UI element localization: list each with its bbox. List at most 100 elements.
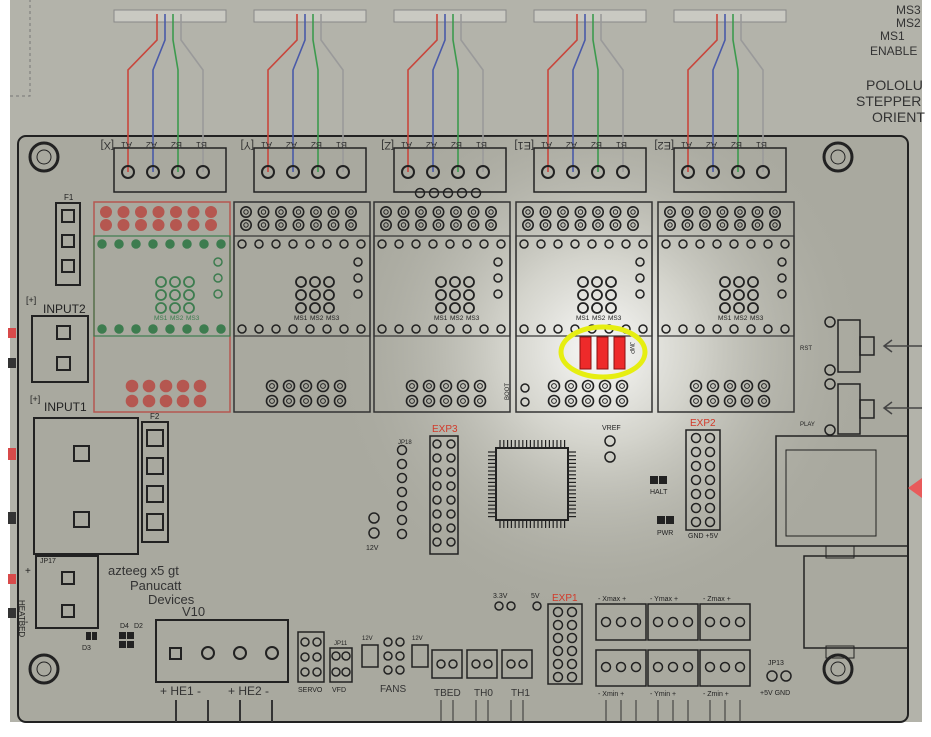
brand-line-1: Panucatt (130, 578, 182, 593)
driver-header-pin (638, 324, 648, 334)
driver-header-pin (729, 324, 739, 334)
pin-hole (525, 209, 531, 215)
driver-header-pin (553, 324, 563, 334)
driver-pin-bottom (405, 379, 419, 393)
exp3-pin (446, 481, 456, 491)
ms1-jumper (579, 336, 592, 370)
pin-hole (719, 222, 726, 228)
ms-jumper-pin (323, 276, 335, 288)
exp2-pin (690, 516, 702, 528)
driver-header-pin (199, 239, 209, 249)
side-pin (635, 257, 645, 267)
driver-pin-bottom (333, 394, 347, 408)
exp2-pin (704, 474, 716, 486)
pin-hole (542, 222, 549, 228)
d2-label: D2 (134, 623, 143, 630)
pin-hole (761, 398, 767, 404)
driver-pin-top (205, 206, 218, 219)
ms-label: MS1 (154, 315, 168, 322)
pin-hole (313, 222, 319, 228)
driver-pin-bottom (456, 394, 470, 408)
endstop-min-block (699, 649, 751, 687)
exp2-pin (690, 446, 702, 458)
driver-pin-top (556, 219, 569, 232)
driver-header-pin (536, 324, 546, 334)
driver-pin-top (274, 206, 287, 219)
motor-pin (311, 165, 325, 179)
motor-pin (476, 165, 490, 179)
driver-pin-bottom (159, 379, 173, 393)
vref-test-points: VREF (602, 425, 621, 463)
driver-pin-bottom (422, 394, 436, 408)
ms-jumper-pin (155, 302, 167, 314)
pin-hole (595, 222, 601, 228)
ms-jumper-pin (323, 302, 335, 314)
driver-pin-bottom (689, 379, 703, 393)
pin-hole (426, 398, 432, 404)
motor-pin (541, 165, 555, 179)
svg-text:[+]: [+] (26, 295, 36, 305)
fans-label: FANS (380, 684, 406, 695)
pwr-label: PWR (657, 530, 673, 537)
driver-header-pin (148, 324, 158, 334)
driver-pin-top (205, 219, 218, 232)
motor-pin-label: B2 (731, 140, 742, 150)
vfd-header: JP11 VFD (329, 641, 353, 694)
driver-pin-top (698, 219, 711, 232)
ms-jumper-pin (323, 289, 335, 301)
ms-jumper-pin (309, 276, 321, 288)
driver-header-pin (445, 239, 455, 249)
pin-hole (619, 383, 625, 389)
driver-pin-top (681, 206, 694, 219)
wire (592, 14, 599, 172)
driver-header-pin (695, 324, 705, 334)
pin-hole (409, 398, 415, 404)
driver-pin-top (309, 219, 322, 232)
jp18-pin (396, 472, 408, 484)
endstop-pin (719, 661, 731, 673)
side-pin (777, 257, 787, 267)
ms-jumper-pin (719, 289, 731, 301)
ms-label: MS2 (310, 315, 324, 322)
pin-hole (348, 209, 354, 215)
driver-pin-bottom (723, 379, 737, 393)
driver-pin-top (432, 206, 445, 219)
motor-pin (171, 165, 185, 179)
ms-jumper-pin (449, 302, 461, 314)
driver-header-pin (305, 324, 315, 334)
d3-label: D3 (82, 645, 91, 652)
ms-jumper-pin (577, 302, 589, 314)
exp3-pin (432, 467, 442, 477)
driver-body (373, 235, 511, 337)
ms-jumper-pin (449, 289, 461, 301)
ms-jumper-pin (733, 302, 745, 314)
pin-hole (435, 209, 442, 215)
driver-header-pin (695, 239, 705, 249)
motor-housing (673, 147, 787, 193)
driver-pin-top (117, 219, 130, 232)
motor-pin-label: B1 (476, 140, 487, 150)
driver-header-pin (462, 324, 472, 334)
ms-jumper-pin (719, 276, 731, 288)
pin-hole (400, 222, 407, 228)
pin-hole (243, 209, 249, 215)
driver-pin-top (152, 206, 165, 219)
mounting-holes (28, 141, 854, 685)
exp2-pin (704, 446, 716, 458)
spotlight-glow (18, 136, 908, 722)
driver-pin-top (591, 219, 604, 232)
wire (407, 14, 438, 172)
pin-hole (243, 222, 249, 228)
driver-pin-bottom (125, 379, 139, 393)
driver-pin-bottom (547, 379, 561, 393)
driver-header-pin (356, 324, 366, 334)
ms-jumper-pin (309, 302, 321, 314)
motor-plug (113, 9, 227, 23)
motor-pin-label: B2 (171, 140, 182, 150)
exp1-pin (552, 619, 564, 631)
driver-pin-bottom (564, 394, 578, 408)
ms-jumper-pin (747, 302, 759, 314)
exp3-pin (432, 481, 442, 491)
